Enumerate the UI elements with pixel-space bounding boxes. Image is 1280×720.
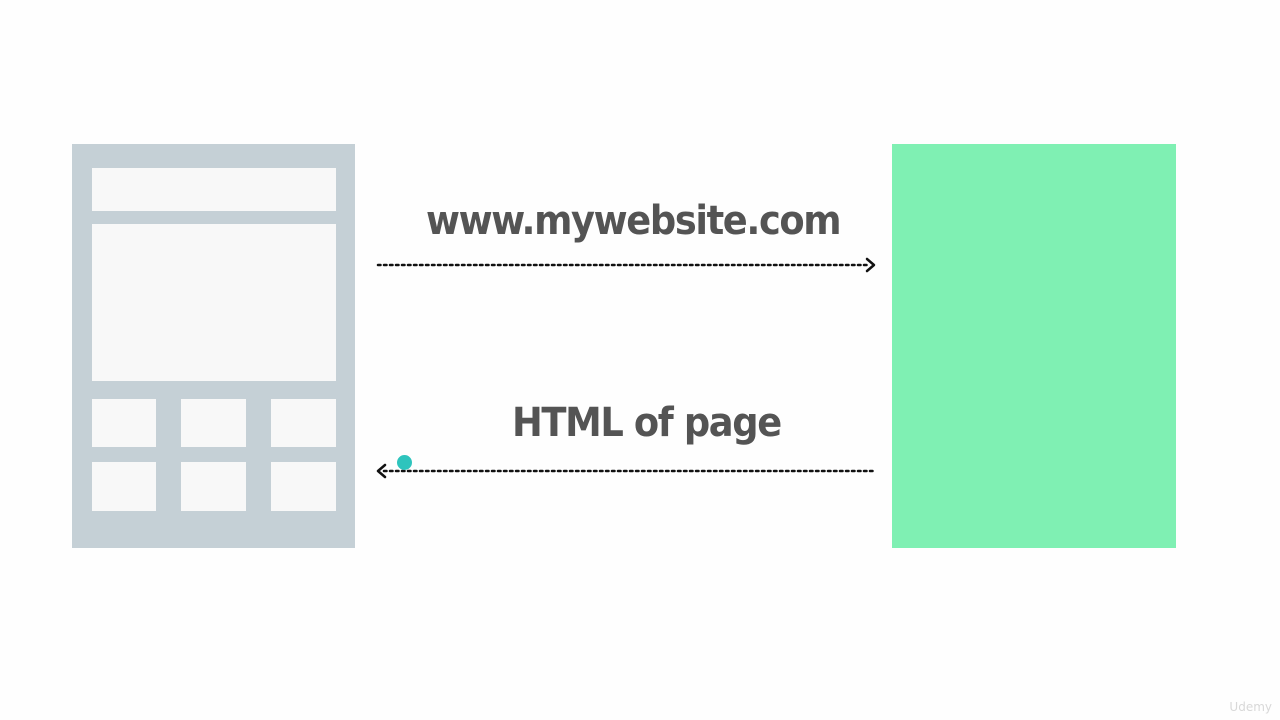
wireframe-grid-cell — [92, 462, 156, 511]
wireframe-grid-cell — [181, 399, 246, 447]
wireframe-grid-cell — [271, 399, 336, 447]
wireframe-hero-block — [92, 224, 336, 381]
wireframe-grid-cell — [92, 399, 156, 447]
wireframe-header-block — [92, 168, 336, 211]
browser-wireframe — [72, 144, 355, 548]
wireframe-grid-cell — [271, 462, 336, 511]
response-label: HTML of page — [512, 400, 782, 446]
wireframe-grid-cell — [181, 462, 246, 511]
watermark-logo: Udemy — [1229, 700, 1272, 714]
request-label: www.mywebsite.com — [426, 198, 842, 244]
pointer-dot — [397, 455, 412, 470]
request-arrow — [376, 257, 876, 273]
server-box — [892, 144, 1176, 548]
response-arrow — [376, 463, 878, 479]
